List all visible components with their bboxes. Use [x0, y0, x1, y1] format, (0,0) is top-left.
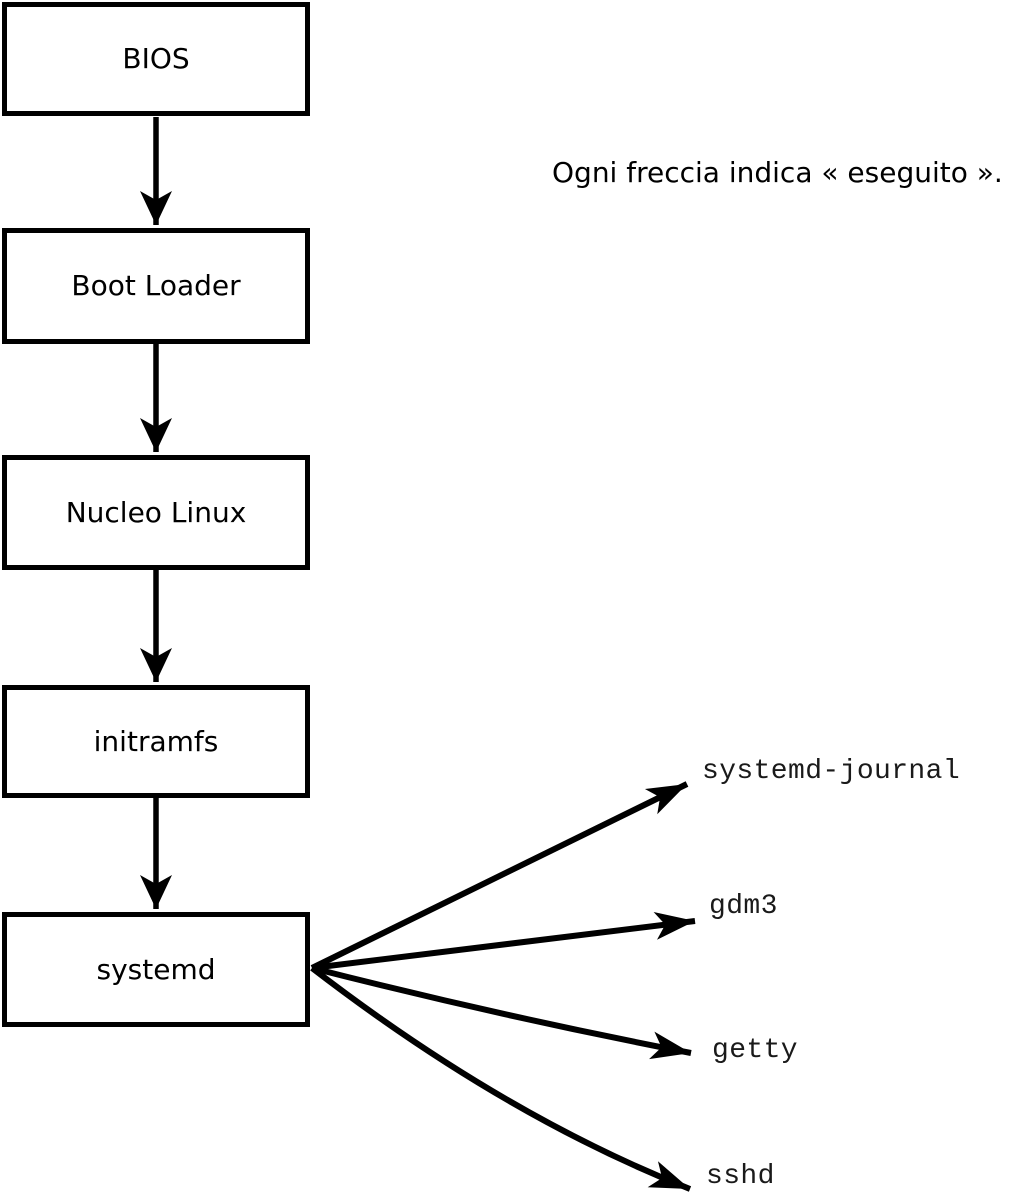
box-systemd-label: systemd — [96, 952, 216, 986]
box-initramfs: initramfs — [2, 685, 310, 798]
service-label-gdm3: gdm3 — [709, 891, 778, 922]
box-bios-label: BIOS — [122, 42, 190, 75]
box-bios: BIOS — [2, 2, 310, 116]
box-nucleo-linux: Nucleo Linux — [2, 455, 310, 570]
arrow-systemd-to-sshd — [310, 965, 692, 1192]
box-initramfs-label: initramfs — [93, 724, 219, 758]
box-systemd: systemd — [2, 912, 310, 1027]
box-nucleo-linux-label: Nucleo Linux — [65, 495, 247, 529]
box-boot-loader: Boot Loader — [2, 228, 310, 344]
diagram-caption: Ogni freccia indica « eseguito ». — [552, 156, 1003, 189]
arrow-systemd-to-journal — [310, 781, 689, 971]
arrow-systemd-to-gdm3 — [311, 911, 696, 971]
service-label-systemd-journal: systemd-journal — [702, 756, 961, 787]
box-boot-loader-label: Boot Loader — [71, 269, 241, 302]
arrow-systemd-to-getty — [311, 965, 692, 1060]
service-label-sshd: sshd — [706, 1161, 775, 1192]
service-label-getty: getty — [712, 1035, 799, 1066]
